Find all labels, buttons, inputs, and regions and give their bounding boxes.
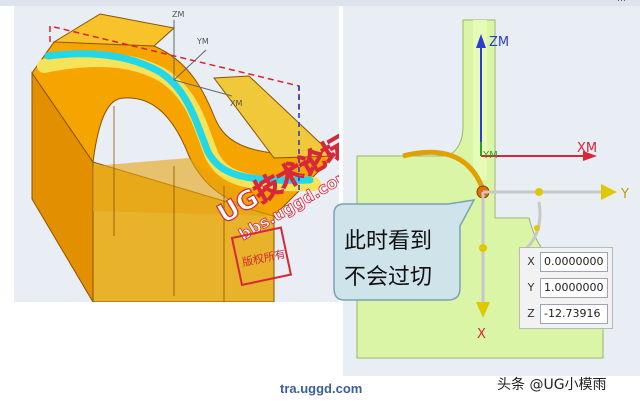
axis-zm-label: ZM: [172, 10, 184, 19]
coordinate-panel: X 0.0000000 Y 1.0000000 Z -12.73916: [519, 247, 613, 329]
part-right-flange: [213, 75, 336, 159]
coord-input-z[interactable]: -12.73916: [540, 304, 608, 324]
window-corner-text: …: [617, 0, 626, 4]
left-margin: [0, 6, 14, 404]
axis-xm-label: XM: [577, 141, 597, 156]
coord-row-y: Y 1.0000000: [520, 276, 612, 301]
watermark-layer: UG技术论坛 bbs.uggd.com 版权所有: [212, 130, 339, 287]
watermark-stamp: 版权所有: [230, 226, 293, 287]
coord-label-y: Y: [527, 281, 535, 294]
callout-line1: 此时看到: [344, 229, 432, 254]
axis-ym-label: YM: [196, 37, 209, 46]
watermark-stamp-text: 版权所有: [241, 246, 287, 269]
author-attribution: 头条 @UG小模雨: [497, 377, 607, 393]
part-bottom-flange: [93, 158, 274, 216]
coord-input-y[interactable]: 1.0000000: [540, 278, 608, 298]
window-top-bar: …: [0, 0, 640, 6]
axis-zm-arrow: [476, 34, 486, 48]
axis-zm-label: ZM: [489, 35, 509, 50]
coord-input-x[interactable]: 0.0000000: [540, 252, 608, 272]
coord-row-x: X 0.0000000: [520, 250, 612, 275]
axis-y-label: Y: [620, 187, 629, 202]
axis-xm-line: [173, 79, 233, 97]
footer-site-link[interactable]: tra.uggd.com: [280, 381, 363, 396]
part-model-drawing: ZM YM XM: [31, 10, 336, 302]
axis-x-label: X: [477, 327, 486, 342]
axis-ym-label: YM: [482, 150, 498, 161]
coord-row-z: Z -12.73916: [520, 302, 612, 327]
left-3d-viewport[interactable]: ZM YM XM UG技术论坛 bbs.uggd.com 版权所有: [14, 6, 339, 302]
callout-line2: 不会过切: [344, 265, 432, 290]
rotation-handle: [534, 225, 540, 231]
axis-xm-label: XM: [230, 99, 242, 108]
callout-bubble: 此时看到 不会过切: [333, 199, 476, 301]
axis-y-arrow: [601, 184, 617, 200]
axis-ym-line: [173, 49, 207, 81]
coord-label-x: X: [527, 255, 535, 268]
toolpath-cyan: [44, 50, 314, 184]
axis-xm-arrow: [583, 151, 597, 161]
axis-x-arrow: [476, 302, 490, 318]
axis-x-handle: [479, 244, 487, 252]
coord-label-z: Z: [527, 307, 535, 320]
fillet-arc: [402, 149, 486, 191]
axis-y-handle: [535, 188, 543, 196]
